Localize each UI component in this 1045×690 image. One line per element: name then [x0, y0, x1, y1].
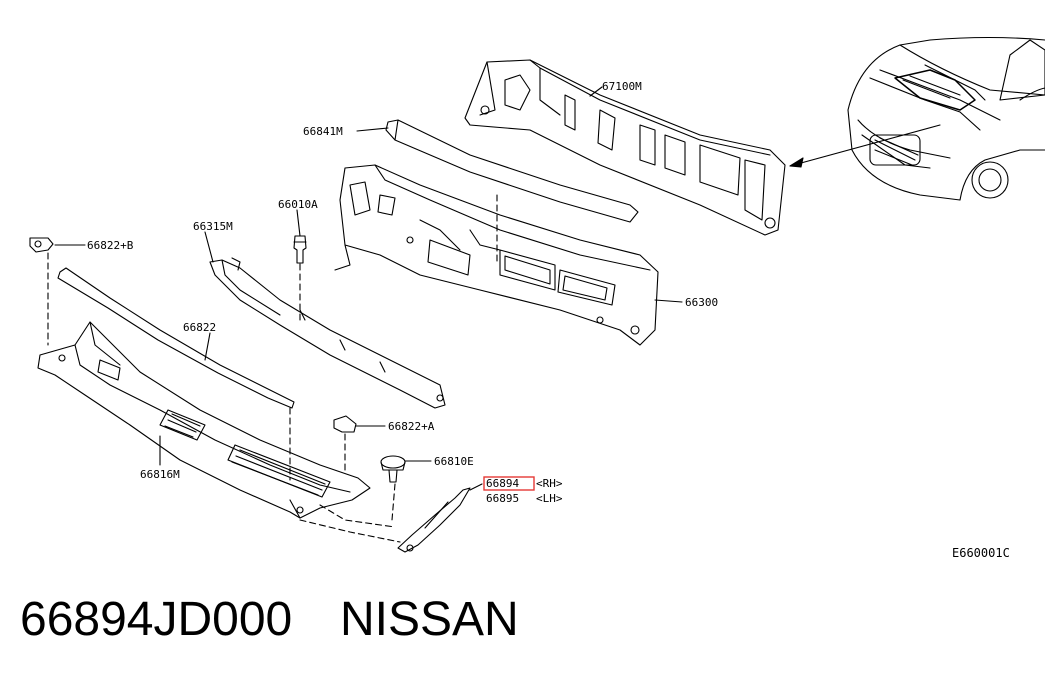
label-66895: 66895 [486, 492, 519, 505]
assembly-lines [47, 194, 498, 543]
label-66010A: 66010A [278, 198, 318, 211]
part-67100M-drawing [464, 59, 786, 236]
callout-arrow [789, 124, 941, 168]
label-66822B: 66822+B [87, 239, 134, 252]
label-66816M: 66816M [140, 468, 180, 481]
diagram-code: E660001C [952, 546, 1010, 560]
label-67100M: 67100M [602, 80, 642, 93]
part-66810E-drawing [380, 455, 406, 483]
part-66315M-drawing [209, 257, 446, 409]
brand-name: NISSAN [340, 593, 519, 646]
label-66810E: 66810E [434, 455, 474, 468]
part-number: 66894JD000 [20, 593, 293, 646]
part-66822A-drawing [333, 415, 357, 433]
leader-lines [54, 86, 683, 491]
label-66841M: 66841M [303, 125, 343, 138]
part-66816M-drawing [37, 321, 371, 519]
label-66300: 66300 [685, 296, 718, 309]
vehicle-illustration [847, 36, 1045, 201]
part-66894-drawing [397, 487, 471, 553]
part-66841M-drawing [385, 119, 639, 223]
label-66822: 66822 [183, 321, 216, 334]
label-66315M: 66315M [193, 220, 233, 233]
highlight-box [483, 476, 535, 491]
part-66822B-drawing [29, 237, 54, 253]
label-66895-side: <LH> [536, 492, 563, 505]
label-66894: 66894 [486, 477, 519, 490]
part-66822-drawing [57, 267, 295, 409]
label-66894-side: <RH> [536, 477, 563, 490]
part-66300-drawing [334, 164, 659, 346]
part-66010A-drawing [293, 235, 307, 264]
label-66822A: 66822+A [388, 420, 435, 433]
